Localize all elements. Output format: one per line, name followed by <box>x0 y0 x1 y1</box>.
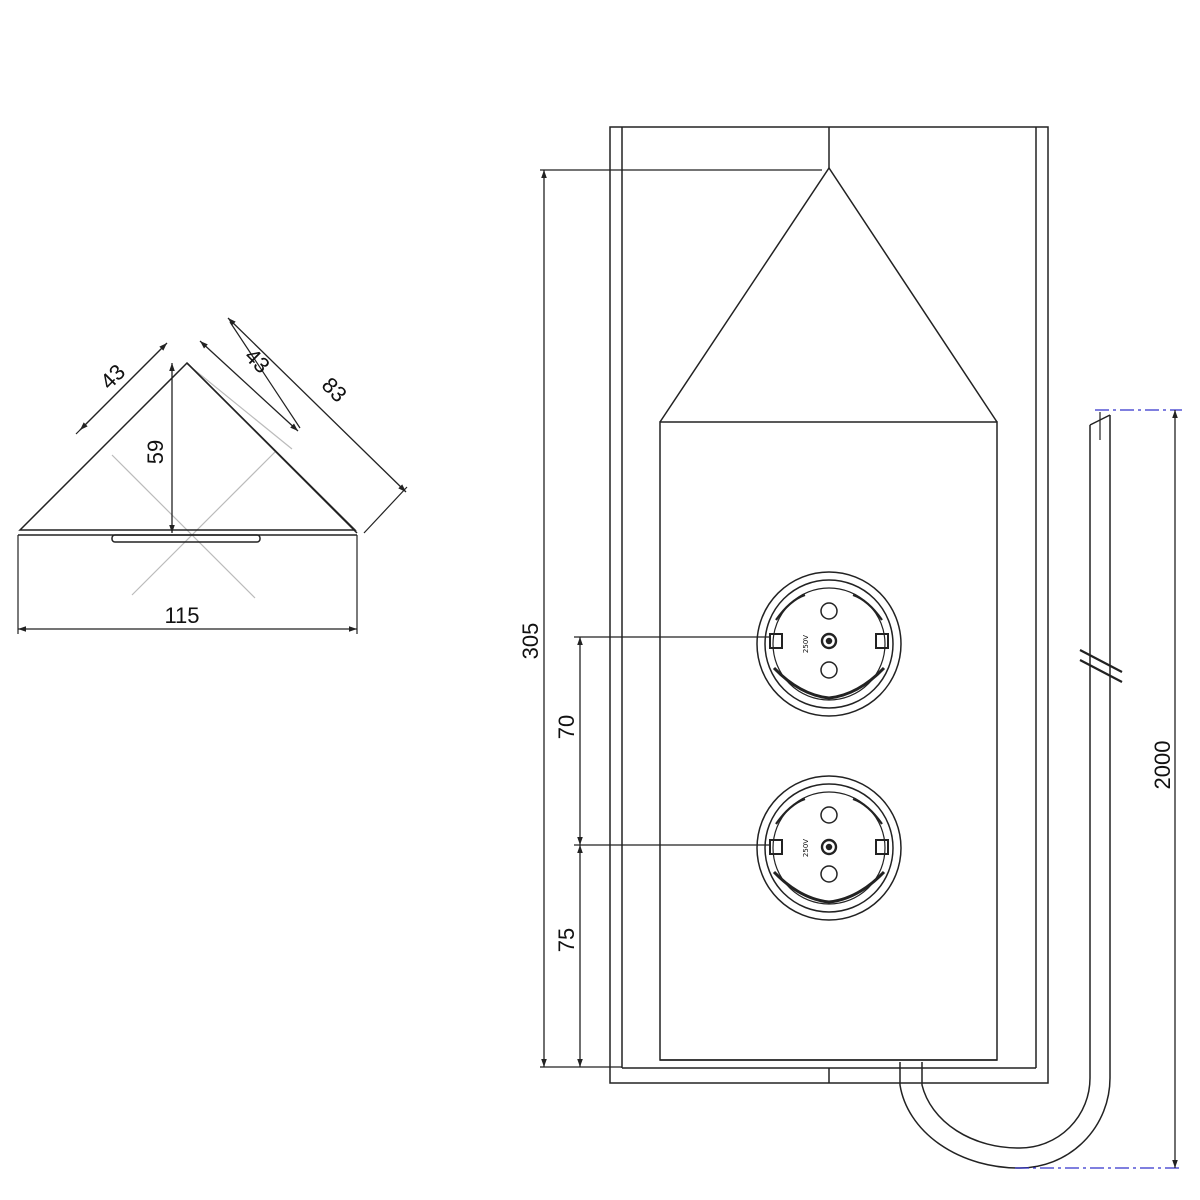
dim-face-left-label: 43 <box>95 359 130 394</box>
cable-length-dimension <box>1015 409 1182 1169</box>
dim-side-label: 83 <box>317 372 352 407</box>
dim-bottom-offset-label: 75 <box>554 928 579 952</box>
cable-break-mark-2 <box>1079 659 1123 683</box>
roof-triangle <box>659 166 998 423</box>
dim-line-face-left <box>79 342 168 431</box>
dim-face-right-label: 43 <box>240 343 275 378</box>
socket-upper-marking: 250V <box>802 635 810 653</box>
socket-lower-marking: 250V <box>802 839 810 857</box>
socket-panel <box>659 421 998 1061</box>
dim-socket-spacing-label: 70 <box>554 715 579 739</box>
socket-pin-hole-top <box>820 806 838 824</box>
power-cable <box>899 412 1123 1169</box>
dim-total-height-label: 305 <box>518 623 543 660</box>
socket-pin-hole-top <box>820 602 838 620</box>
front-view <box>540 126 1123 1169</box>
earth-clip-left <box>769 839 783 855</box>
socket-lower <box>756 775 902 921</box>
earth-clip-right <box>875 633 889 649</box>
earth-clip-left <box>769 633 783 649</box>
base-recess <box>111 534 261 543</box>
socket-pin-hole-bottom <box>820 661 838 679</box>
socket-pin-hole-bottom <box>820 865 838 883</box>
dim-height-label: 59 <box>143 440 168 464</box>
socket-upper <box>756 571 902 717</box>
earth-clip-right <box>875 839 889 855</box>
housing-outer <box>609 126 1049 1084</box>
construction-lines <box>111 362 293 599</box>
dim-cable-length-label: 2000 <box>1150 741 1175 790</box>
top-view <box>17 317 408 634</box>
socket-center-screw <box>820 838 838 856</box>
dim-line-side <box>227 317 407 493</box>
cable-break-mark-1 <box>1079 649 1123 673</box>
triangle-body <box>18 361 357 531</box>
dim-width-label: 115 <box>164 603 199 628</box>
socket-center-screw <box>820 632 838 650</box>
